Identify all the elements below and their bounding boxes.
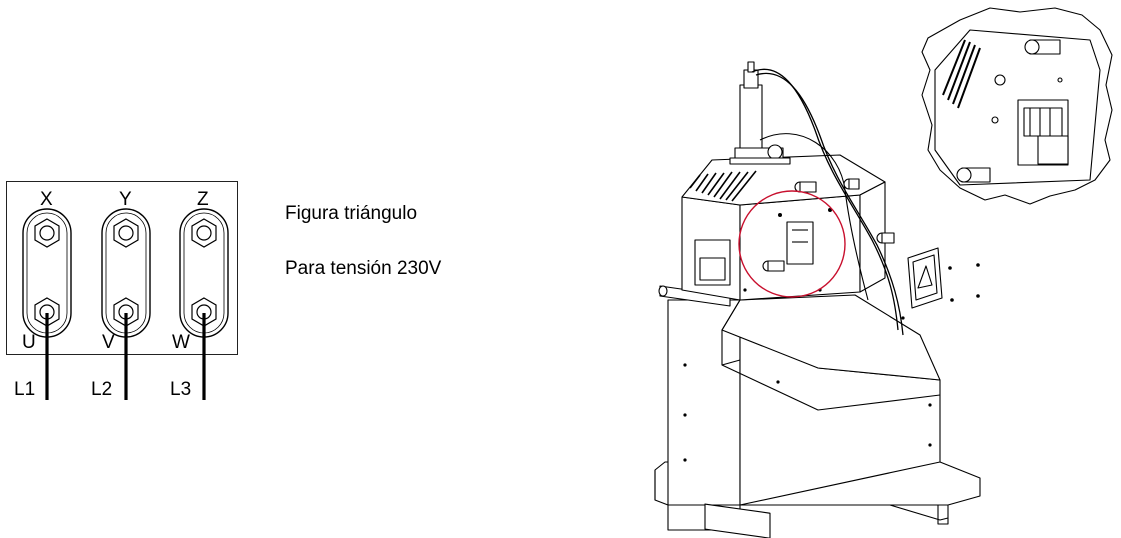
label-v: V <box>102 332 115 353</box>
label-l2: L2 <box>91 379 113 400</box>
cable-2 <box>755 72 904 336</box>
voltage-caption: Para tensión 230V <box>285 258 442 279</box>
label-y: Y <box>119 189 132 210</box>
head-bolts <box>762 178 895 272</box>
label-w: W <box>172 332 190 353</box>
cabinet-label-plate <box>704 503 771 538</box>
terminal-block <box>786 221 814 265</box>
warning-triangle <box>917 265 933 289</box>
label-u: U <box>22 332 36 353</box>
highlight-circle <box>738 190 846 298</box>
label-l3: L3 <box>170 379 192 400</box>
top-nuts <box>34 218 217 248</box>
label-x: X <box>40 189 53 210</box>
label-z: Z <box>197 189 209 210</box>
actuator-cylinder <box>739 84 763 151</box>
zoom-detail <box>921 7 1113 205</box>
cable-1 <box>751 68 899 331</box>
label-l1: L1 <box>14 379 36 400</box>
terminal-box <box>6 181 238 355</box>
vent-grille <box>689 170 757 202</box>
connection-type-caption: Figura triángulo <box>285 203 418 224</box>
